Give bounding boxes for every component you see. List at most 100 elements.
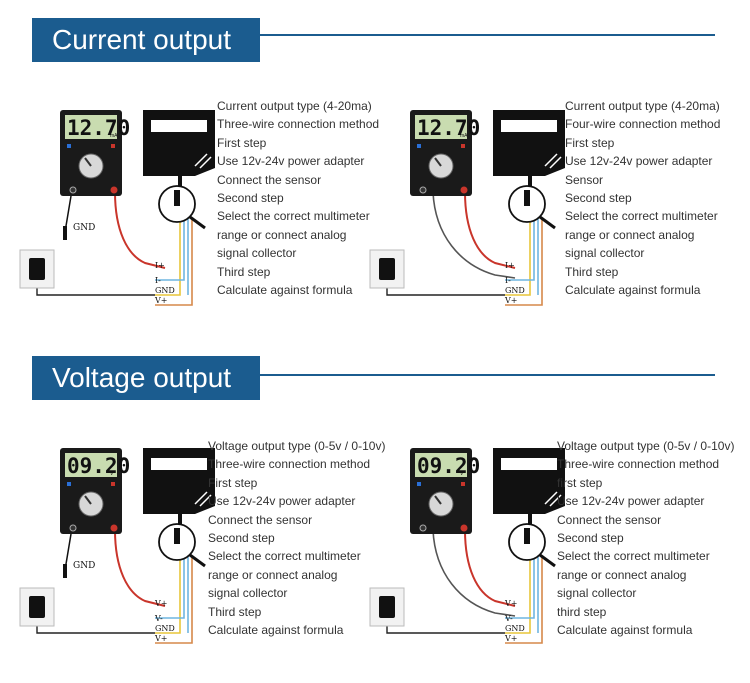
- wire-label: V-: [154, 614, 163, 623]
- wire: [155, 556, 193, 644]
- step-text: signal collector: [208, 586, 288, 601]
- step-text: Second step: [217, 190, 284, 205]
- wire-label: I+: [155, 261, 165, 270]
- wire: [155, 218, 181, 296]
- step-text: Calculate against formula: [217, 282, 353, 297]
- wire: [36, 621, 155, 634]
- step-list: Current output type (4-20ma)Four-wire co…: [565, 97, 720, 299]
- step-text: Select the correct multimeter: [565, 209, 718, 224]
- wire: [155, 218, 193, 306]
- wire-label: V+: [154, 599, 167, 608]
- sensor-icon: [493, 448, 565, 524]
- wire-label: I-: [505, 276, 511, 285]
- step-text: Calculate against formula: [208, 622, 344, 637]
- ground-label: GND: [73, 561, 95, 571]
- step-text: Use 12v-24v power adapter: [565, 154, 713, 169]
- wire: [155, 218, 185, 281]
- step-text: range or connect analog: [217, 227, 347, 242]
- step-text: Second step: [565, 190, 632, 205]
- wire: [432, 191, 516, 279]
- step-list: Current output type (4-20ma) Three-wire c…: [217, 97, 379, 299]
- meter-unit: mA: [110, 133, 118, 139]
- step-text: Use 12v-24v power adapter: [217, 154, 365, 169]
- wire: [155, 556, 181, 634]
- step-text: signal collector: [565, 246, 645, 261]
- wire: [386, 621, 505, 634]
- meter-reading: 12.70: [67, 116, 130, 140]
- wire-label: I-: [155, 276, 161, 285]
- meter-reading: 09.20: [67, 454, 130, 478]
- step-text: Three-wire connection method: [557, 457, 720, 472]
- step-text: Connect the sensor: [557, 512, 662, 527]
- step-text: range or connect analog: [557, 567, 687, 582]
- step-list: Voltage output type (0-5v / 0-10v)Three-…: [557, 437, 734, 639]
- step-text: Select the correct multimeter: [217, 209, 370, 224]
- step-text: Second step: [208, 530, 275, 545]
- section-divider: [260, 34, 715, 36]
- wire: [114, 529, 166, 607]
- wire-label: V+: [154, 296, 167, 305]
- step-text: Use 12v-24v power adapter: [557, 494, 705, 509]
- section-title-voltage: Voltage output: [32, 356, 260, 400]
- wire: [505, 218, 531, 296]
- step-text: Current output type (4-20ma): [217, 99, 372, 113]
- step-text: Three-wire connection method: [217, 117, 380, 132]
- sensor-icon: [143, 110, 215, 186]
- wire: [505, 218, 535, 281]
- multimeter-icon: 09.20V: [60, 448, 130, 534]
- wire: [505, 556, 535, 619]
- multimeter-icon: 09.20V: [410, 448, 480, 534]
- wire: [505, 556, 543, 644]
- section-title-current: Current output: [32, 18, 260, 62]
- step-text: Third step: [208, 604, 262, 619]
- step-text: Three-wire connection method: [208, 457, 371, 472]
- wire: [114, 191, 166, 269]
- step-text: signal collector: [557, 586, 637, 601]
- wire: [155, 556, 185, 619]
- step-text: First step: [565, 135, 615, 150]
- wire-label: V+: [504, 599, 517, 608]
- step-text: Sensor: [565, 172, 604, 187]
- meter-unit: V: [460, 471, 464, 477]
- sensor-icon: [493, 110, 565, 186]
- step-text: third step: [557, 604, 607, 619]
- section-divider: [260, 374, 715, 376]
- meter-unit: V: [110, 471, 114, 477]
- step-text: Calculate against formula: [565, 282, 701, 297]
- magnifier-icon: [508, 185, 556, 230]
- wire-label: GND: [155, 624, 175, 633]
- sensor-icon: [143, 448, 215, 524]
- step-text: Third step: [217, 264, 271, 279]
- step-text: Third step: [565, 264, 619, 279]
- wire-label: V+: [504, 296, 517, 305]
- meter-reading: 09.20: [417, 454, 480, 478]
- power-adapter-icon: [369, 587, 405, 627]
- wire: [386, 283, 505, 296]
- power-adapter-icon: [19, 249, 55, 289]
- wire-label: GND: [505, 286, 525, 295]
- wire: [36, 283, 155, 296]
- wire: [464, 529, 516, 607]
- step-text: Second step: [557, 530, 624, 545]
- wire: [432, 529, 516, 617]
- meter-reading: 12.70: [417, 116, 480, 140]
- magnifier-icon: [508, 523, 556, 568]
- step-text: signal collector: [217, 246, 297, 261]
- step-text: Calculate against formula: [557, 622, 693, 637]
- power-adapter-icon: [19, 587, 55, 627]
- step-text: Voltage output type (0-5v / 0-10v): [208, 439, 386, 453]
- step-text: first step: [557, 475, 603, 490]
- wire-label: I+: [505, 261, 515, 270]
- wire-label: V-: [504, 614, 513, 623]
- step-text: Select the correct multimeter: [557, 549, 710, 564]
- wire-label: V+: [504, 634, 517, 643]
- step-text: Four-wire connection method: [565, 117, 721, 132]
